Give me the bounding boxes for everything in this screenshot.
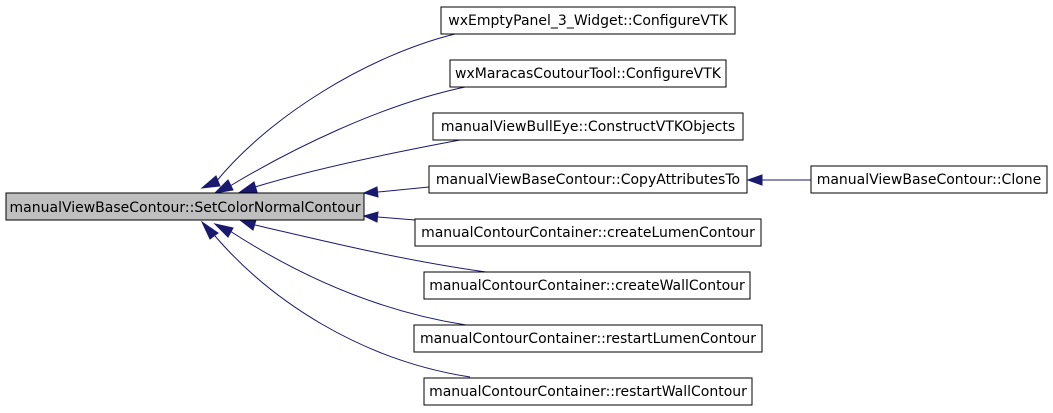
edge-n5-to-root — [377, 216, 416, 221]
node-n6-box — [423, 271, 751, 300]
node-n8-label: manualContourContainer::restartWallConto… — [429, 384, 747, 400]
edge-n4-to-root — [377, 186, 430, 193]
edge-n9-arrowhead — [746, 174, 763, 186]
node-wxmaracascoutourtool-configurevtk[interactable]: wxMaracasCoutourTool::ConfigureVTK — [449, 59, 727, 88]
node-manualcontourcontainer-restartwallcontour[interactable]: manualContourContainer::restartWallConto… — [423, 377, 753, 406]
edge-n3-arrowhead — [238, 181, 258, 193]
node-n8-box — [423, 377, 753, 406]
node-n5-box — [414, 218, 762, 247]
edge-n5-arrowhead — [362, 211, 379, 223]
node-n2-box — [449, 59, 727, 88]
node-manualviewbasecontour-copyattributesto[interactable]: manualViewBaseContour::CopyAttributesTo — [428, 165, 748, 194]
edge-n8-to-root — [214, 235, 471, 378]
node-n3-label: manualViewBullEye::ConstructVTKObjects — [441, 119, 735, 135]
node-n1-label: wxEmptyPanel_3_Widget::ConfigureVTK — [448, 13, 728, 29]
edge-n1-arrowhead — [200, 175, 221, 189]
node-root-label: manualViewBaseContour::SetColorNormalCon… — [10, 200, 361, 216]
node-n9-box — [810, 165, 1048, 194]
node-n1-box — [440, 6, 736, 35]
node-n9-label: manualViewBaseContour::Clone — [817, 172, 1042, 188]
edge-n6-arrowhead — [238, 219, 257, 231]
edge-n3-to-root — [254, 139, 461, 188]
node-n7-label: manualContourContainer::restartLumenCont… — [420, 331, 756, 347]
node-n4-box — [428, 165, 748, 194]
edge-n1-to-root — [214, 33, 456, 184]
edge-n2-arrowhead — [213, 179, 234, 194]
node-manualcontourcontainer-createlumencontour[interactable]: manualContourContainer::createLumenConto… — [414, 218, 762, 247]
edge-n6-to-root — [254, 224, 487, 273]
node-n2-label: wxMaracasCoutourTool::ConfigureVTK — [455, 66, 722, 82]
node-manualviewbulleye-constructvtkobjects[interactable]: manualViewBullEye::ConstructVTKObjects — [432, 112, 744, 141]
edge-n7-to-root — [229, 230, 467, 326]
edge-n4-arrowhead — [362, 186, 379, 198]
edge-n7-arrowhead — [213, 223, 234, 238]
edges — [200, 33, 811, 378]
node-n6-label: manualContourContainer::createWallContou… — [429, 278, 745, 294]
node-manualcontourcontainer-restartlumencontour[interactable]: manualContourContainer::restartLumenCont… — [413, 324, 763, 353]
node-n7-box — [413, 324, 763, 353]
edge-n2-to-root — [229, 86, 466, 187]
node-root[interactable]: manualViewBaseContour::SetColorNormalCon… — [5, 192, 365, 221]
node-n5-label: manualContourContainer::createLumenConto… — [421, 225, 755, 241]
edge-n8-arrowhead — [200, 220, 219, 240]
node-n4-label: manualViewBaseContour::CopyAttributesTo — [436, 172, 740, 188]
node-manualcontourcontainer-createwallcontour[interactable]: manualContourContainer::createWallContou… — [423, 271, 751, 300]
node-manualviewbasecontour-clone[interactable]: manualViewBaseContour::Clone — [810, 165, 1048, 194]
nodes: manualViewBaseContour::SetColorNormalCon… — [5, 6, 1048, 406]
node-wxemptypanel-configurevtk[interactable]: wxEmptyPanel_3_Widget::ConfigureVTK — [440, 6, 736, 35]
node-root-box — [5, 192, 365, 221]
node-n3-box — [432, 112, 744, 141]
